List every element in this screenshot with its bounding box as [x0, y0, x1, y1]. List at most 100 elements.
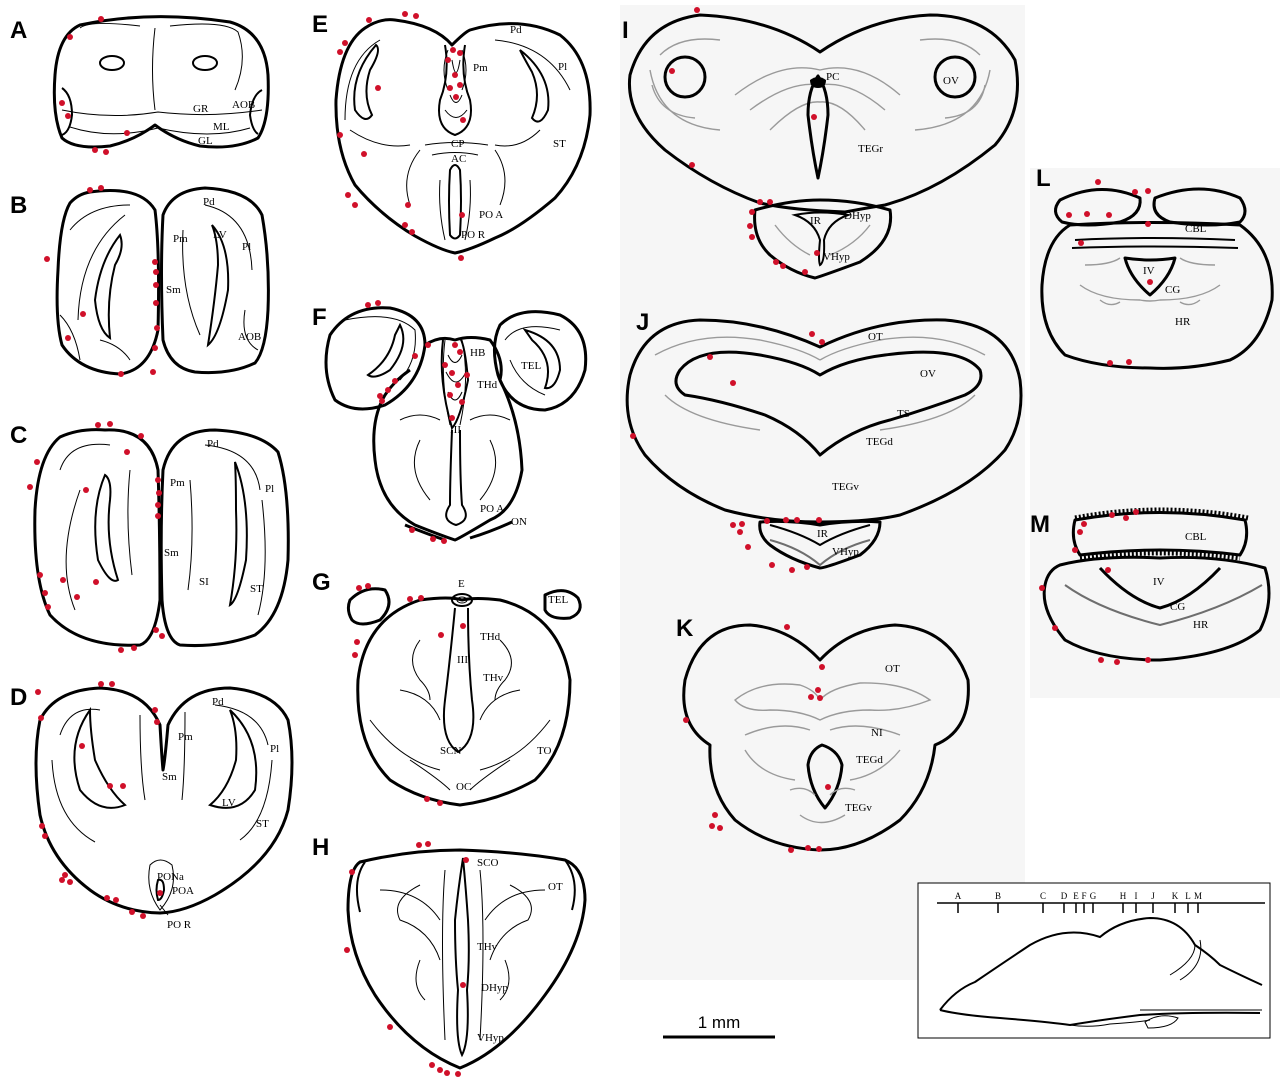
- label-i-pc: PC: [826, 71, 839, 83]
- label-i-vhyp: VHyp: [823, 251, 850, 263]
- panel-letter-i: I: [622, 17, 629, 44]
- label-f-thd: THd: [477, 379, 498, 391]
- label-m-cg: CG: [1170, 601, 1185, 613]
- label-c-sm: Sm: [164, 547, 179, 559]
- reference-tick-label-k: K: [1172, 891, 1179, 901]
- section-h: H SCO OT THv DHyp VHyp: [312, 834, 585, 1077]
- label-j-ir: IR: [817, 528, 829, 540]
- label-k-tegd: TEGd: [856, 754, 883, 766]
- label-h-ot: OT: [548, 881, 563, 893]
- label-b-lv: LV: [213, 229, 227, 241]
- label-e-st: ST: [553, 138, 566, 150]
- reference-tick-label-l: L: [1185, 891, 1191, 901]
- label-f-tel: TEL: [521, 360, 541, 372]
- label-a-ml: ML: [213, 121, 230, 133]
- section-g: G E TEL THd III THv SCN TO OC: [312, 569, 580, 806]
- label-b-aob: AOB: [238, 331, 261, 343]
- label-e-pm: Pm: [473, 62, 488, 74]
- label-d-sm: Sm: [162, 771, 177, 783]
- label-i-dhyp: DHyp: [844, 210, 871, 222]
- label-g-scn: SCN: [440, 745, 461, 757]
- label-l-cbl: CBL: [1185, 223, 1207, 235]
- label-d-por: PO R: [167, 919, 192, 931]
- label-f-on: ON: [511, 516, 527, 528]
- label-k-ot: OT: [885, 663, 900, 675]
- panel-letter-b: B: [10, 192, 27, 219]
- tracer-dots-f: [365, 300, 470, 544]
- panel-letter-d: D: [10, 684, 27, 711]
- reference-tick-label-i: I: [1135, 891, 1138, 901]
- reference-tick-label-m: M: [1194, 891, 1202, 901]
- label-l-hr: HR: [1175, 316, 1191, 328]
- label-c-si: SI: [199, 576, 209, 588]
- panel-letter-g: G: [312, 569, 331, 596]
- label-g-tel: TEL: [548, 594, 568, 606]
- reference-tick-label-c: C: [1040, 891, 1046, 901]
- label-h-dhyp: DHyp: [481, 982, 508, 994]
- label-g-thd: THd: [480, 631, 501, 643]
- label-b-sm: Sm: [166, 284, 181, 296]
- panel-letter-c: C: [10, 422, 27, 449]
- label-i-tegr: TEGr: [858, 143, 883, 155]
- scale-bar: 1 mm: [663, 1013, 775, 1037]
- label-i-ir: IR: [810, 215, 822, 227]
- label-h-vhyp: VHyp: [477, 1032, 504, 1044]
- label-j-ts: TS: [897, 408, 910, 420]
- label-e-pi: Pl: [558, 61, 567, 73]
- label-d-pona: PONa: [157, 871, 184, 883]
- label-c-st: ST: [250, 583, 263, 595]
- reference-tick-label-h: H: [1120, 891, 1127, 901]
- reference-tick-label-a: A: [955, 891, 962, 901]
- reference-tick-label-j: J: [1151, 891, 1155, 901]
- label-j-tegd: TEGd: [866, 436, 893, 448]
- label-g-oc: OC: [456, 781, 471, 793]
- panel-letter-a: A: [10, 17, 27, 44]
- label-d-pi: Pl: [270, 743, 279, 755]
- panel-letter-f: F: [312, 304, 327, 331]
- label-e-por: PO R: [461, 229, 486, 241]
- label-j-tegv: TEGv: [832, 481, 859, 493]
- label-d-pm: Pm: [178, 731, 193, 743]
- scale-bar-label: 1 mm: [698, 1013, 741, 1032]
- panel-letter-j: J: [636, 309, 649, 336]
- tracer-dots-d: [35, 681, 163, 919]
- label-g-iii: III: [457, 654, 468, 666]
- section-f: F HB TEL THd III PO A ON: [312, 300, 586, 544]
- label-e-pd: Pd: [510, 24, 522, 36]
- reference-tick-label-b: B: [995, 891, 1001, 901]
- label-h-sco: SCO: [477, 857, 498, 869]
- label-a-gr: GR: [193, 103, 209, 115]
- tracer-dots-e: [337, 11, 466, 261]
- section-b: B Pd LV Pm Pl Sm AOB: [10, 185, 268, 377]
- panel-letter-e: E: [312, 11, 328, 38]
- label-c-pi: Pl: [265, 483, 274, 495]
- label-f-iii: III: [450, 424, 461, 436]
- label-g-thv: THv: [483, 672, 504, 684]
- label-a-aob: AOB: [232, 99, 255, 111]
- label-d-poa: POA: [172, 885, 194, 897]
- label-f-hb: HB: [470, 347, 485, 359]
- label-j-ot: OT: [868, 331, 883, 343]
- reference-tick-label-f: F: [1081, 891, 1086, 901]
- label-b-pi: Pl: [242, 241, 251, 253]
- label-m-cbl: CBL: [1185, 531, 1207, 543]
- section-d: D Pd Pm Pl Sm LV ST PONa POA PO R: [10, 681, 292, 931]
- label-h-thv: THv: [477, 941, 498, 953]
- label-f-poa: PO A: [480, 503, 504, 515]
- label-m-iv: IV: [1153, 576, 1165, 588]
- label-g-e: E: [458, 578, 465, 590]
- label-e-poa: PO A: [479, 209, 503, 221]
- section-e: E Pd Pm Pl CP AC ST PO A PO R: [312, 11, 590, 261]
- panel-letter-m: M: [1030, 511, 1050, 538]
- label-k-tegv: TEGv: [845, 802, 872, 814]
- label-l-iv: IV: [1143, 265, 1155, 277]
- label-j-ov: OV: [920, 368, 936, 380]
- tracer-dots-g: [352, 583, 466, 806]
- label-d-pd: Pd: [212, 696, 224, 708]
- panel-letter-h: H: [312, 834, 329, 861]
- label-i-ov: OV: [943, 75, 959, 87]
- label-a-gl: GL: [198, 135, 213, 147]
- label-c-pm: Pm: [170, 477, 185, 489]
- label-b-pd: Pd: [203, 196, 215, 208]
